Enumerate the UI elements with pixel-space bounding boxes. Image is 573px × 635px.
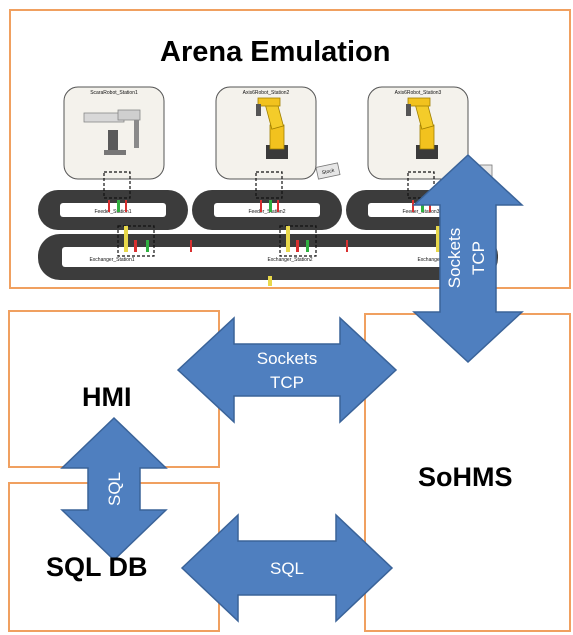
station-1: ScaraRobot_Station1 [63, 86, 165, 180]
hmi-sohms-line2: TCP [270, 373, 304, 392]
feeder-2-label: Feeder_Station2 [249, 209, 286, 215]
exchanger-2-label: Exchanger_Station2 [267, 257, 312, 263]
arena-sohms-line1: Sockets [445, 228, 464, 288]
station-1-robot-label: ScaraRobot_Station1 [90, 90, 138, 96]
sohms-box [364, 313, 571, 632]
exchanger-1-label: Exchanger_Station1 [89, 257, 134, 263]
sql-db-label: SQL DB [46, 552, 148, 582]
arena-title: Arena Emulation [160, 36, 391, 68]
arena-sohms-line2: TCP [469, 241, 488, 275]
sensor-markers [108, 200, 440, 286]
feeder-conveyor-2: Feeder_Station2 [192, 190, 342, 230]
sqldb-sohms-label: SQL [270, 559, 304, 578]
station-3: Axis6Robot_Station3 [367, 86, 493, 180]
axis6-robot-icon [406, 97, 438, 159]
scara-robot-icon [83, 109, 141, 155]
sohms-label: SoHMS [418, 462, 513, 492]
hmi-sohms-line1: Sockets [257, 349, 317, 368]
axis6-robot-icon [256, 97, 288, 159]
hmi-label: HMI [82, 382, 132, 412]
hmi-sqldb-label: SQL [105, 472, 124, 506]
stock-label: Stock [321, 168, 335, 177]
feeder-conveyor-1: Feeder_Station1 [38, 190, 188, 230]
station-2-robot-label: Axis6Robot_Station2 [243, 90, 290, 96]
sqldb-sohms-arrow: SQL [180, 513, 394, 623]
exchanger-conveyor: Exchanger_Station1 Exchanger_Station2 Ex… [38, 234, 498, 280]
arena-sohms-arrow: Sockets TCP [412, 153, 524, 364]
station-3-robot-label: Axis6Robot_Station3 [395, 90, 442, 96]
hmi-sohms-arrow: Sockets TCP [176, 316, 398, 424]
hmi-sqldb-arrow: SQL [60, 416, 168, 562]
feeder-1-label: Feeder_Station1 [95, 209, 132, 215]
stock-box [315, 162, 341, 180]
station-2: Axis6Robot_Station2 Stock [215, 86, 341, 180]
